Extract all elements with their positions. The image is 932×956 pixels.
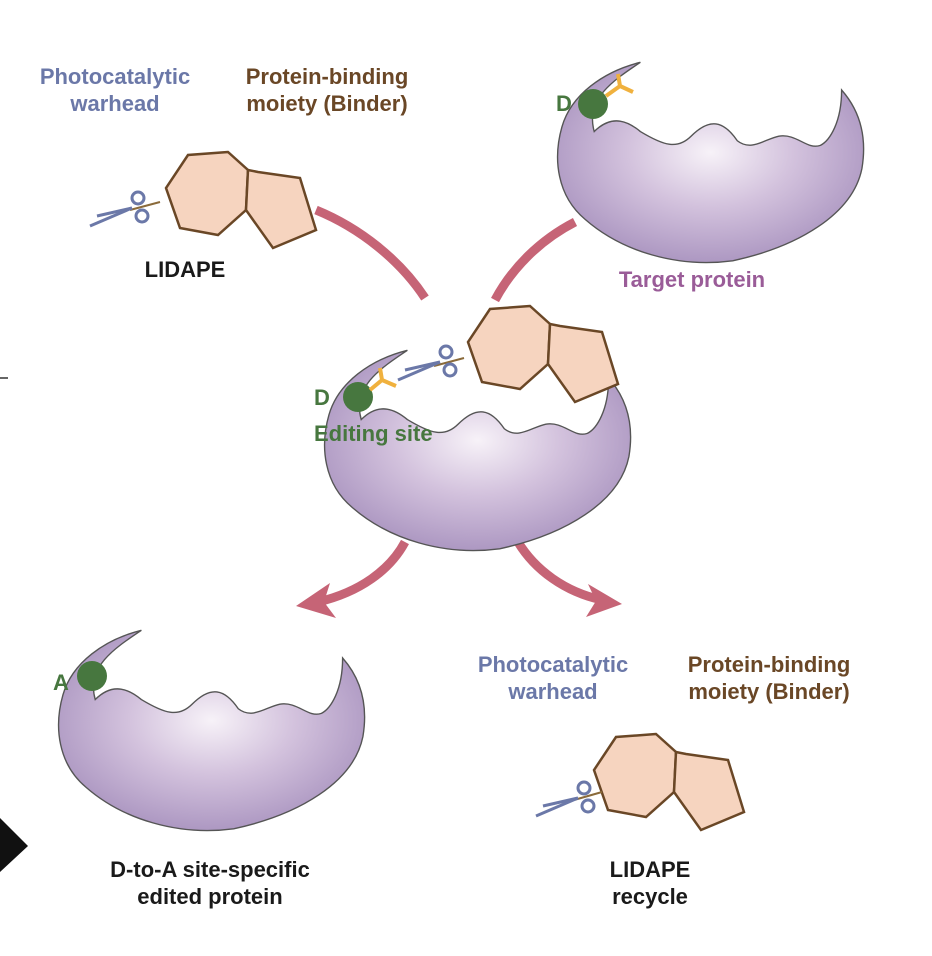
release-arrowhead-left [296,583,336,618]
lidape-recycle-label: LIDAPE recycle [590,856,710,910]
edited-protein-label-line1: D-to-A site-specific [110,857,310,882]
binder-label-line2: moiety (Binder) [688,679,850,704]
binding-arc-left [314,205,429,301]
warhead-label-line2: warhead [508,679,598,704]
residue-label-complex: D [314,385,330,410]
editing-site-label: Editing site [314,421,433,446]
scissors-icon [534,780,596,818]
release-arrow-left [316,539,409,607]
handle-icon [604,73,634,98]
binder-label-line1: Protein-binding [245,64,409,89]
lidape-recycle-label-line1: LIDAPE [609,857,691,882]
protein-lidape-complex [323,304,632,552]
release-arrowhead-right [586,584,622,617]
scissors-icon [88,190,150,228]
edge-arrowhead [0,818,28,872]
warhead-label-recycle: Photocatalytic warhead [458,651,648,705]
residue-label-target: D [556,91,572,116]
warhead-label-top: Photocatalytic warhead [20,63,210,117]
edited-protein-label: D-to-A site-specific edited protein [80,856,340,910]
aspartate-residue-complex [343,382,373,412]
edited-protein [57,629,366,832]
target-protein-label: Target protein [618,267,766,292]
handle-icon [368,367,397,392]
alanine-residue [77,661,107,691]
target-protein [556,61,865,264]
binding-arc-right [491,217,578,303]
binder-label-line2: moiety (Binder) [246,91,408,116]
warhead-label-line2: warhead [70,91,160,116]
lidape-recycle-label-line2: recycle [612,884,688,909]
lidape-molecule-recycle [534,732,746,832]
aspartate-residue [578,89,608,119]
binder-label-line1: Protein-binding [687,652,851,677]
lidape-molecule-top [88,150,318,250]
release-arrow-right [514,539,604,605]
binder-label-top: Protein-binding moiety (Binder) [222,63,432,117]
residue-label-edited: A [53,670,69,695]
lidape-label-top: LIDAPE [144,257,226,282]
binder-label-recycle: Protein-binding moiety (Binder) [664,651,874,705]
warhead-label-line1: Photocatalytic [477,652,629,677]
warhead-label-line1: Photocatalytic [39,64,191,89]
edited-protein-label-line2: edited protein [137,884,283,909]
